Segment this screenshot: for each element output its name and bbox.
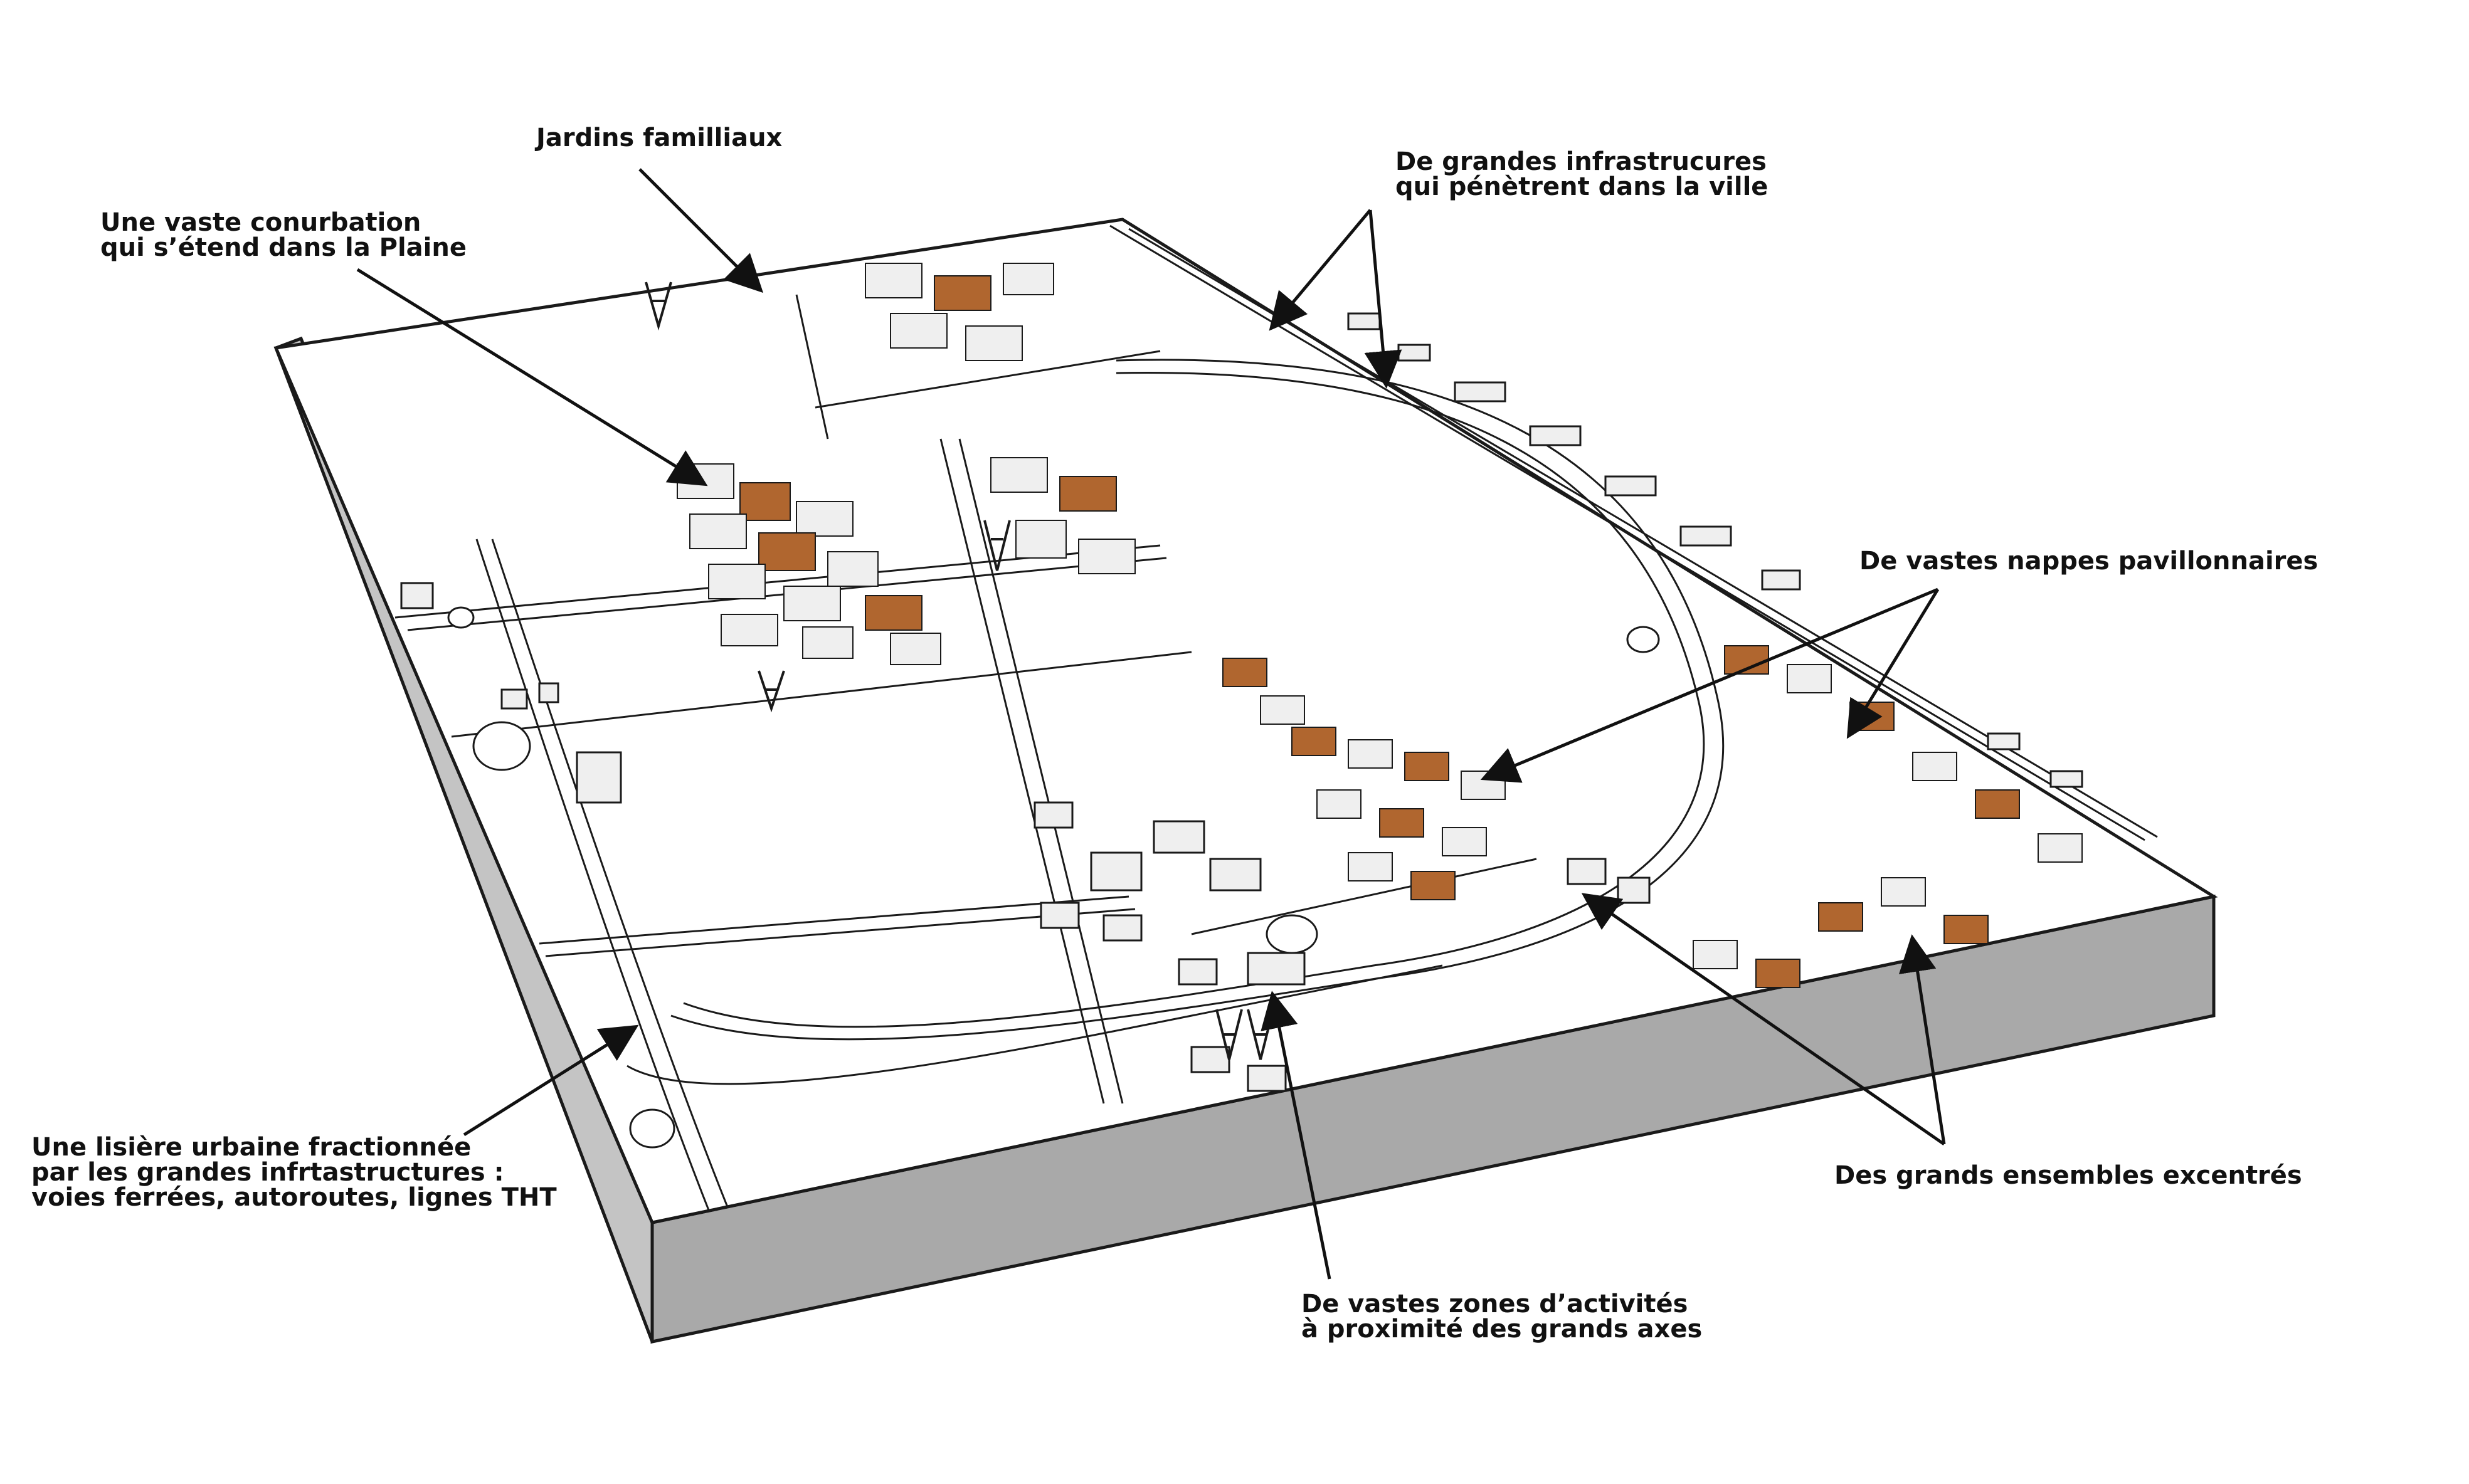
arrow-jardins <box>638 168 764 293</box>
label-zones-activites: De vastes zones d’activités à proximité … <box>1301 1292 1702 1342</box>
label-zones-line2: à proximité des grands axes <box>1301 1315 1703 1344</box>
arrow-infrastructures-a <box>1269 209 1372 331</box>
activity-zone-buildings <box>400 582 1651 1092</box>
label-infrastructures-line2: qui pénètrent dans la ville <box>1395 172 1768 201</box>
label-nappes-pavillonnaires: De vastes nappes pavillonnaires <box>1859 549 2318 574</box>
label-conurbation: Une vaste conurbation qui s’étend dans l… <box>100 210 467 260</box>
arrow-conurbation <box>356 268 708 487</box>
label-jardins-line1: Jardins familliaux <box>536 124 783 152</box>
arrow-zones <box>1261 991 1331 1280</box>
label-infrastructures: De grandes infrastrucures qui pénètrent … <box>1395 149 1768 199</box>
arrow-lisiere <box>463 1024 639 1137</box>
block-top-surface <box>273 218 2218 1224</box>
label-zones-line1: De vastes zones d’activités <box>1301 1290 1688 1318</box>
label-lisiere-line1: Une lisière urbaine fractionnée <box>31 1133 472 1162</box>
roundabouts <box>447 606 1660 1149</box>
arrow-nappes-b <box>1846 588 1940 739</box>
label-conurbation-line1: Une vaste conurbation <box>100 208 421 237</box>
label-lisiere-urbaine: Une lisière urbaine fractionnée par les … <box>31 1135 557 1210</box>
label-ensembles-line1: Des grands ensembles excentrés <box>1834 1161 2302 1190</box>
housing-estates <box>1347 312 2083 788</box>
annotation-arrows <box>356 168 1946 1280</box>
arrow-ensembles-a <box>1581 893 1945 1146</box>
pylons <box>645 282 1274 1060</box>
label-jardins-familiaux: Jardins familliaux <box>536 125 782 150</box>
label-conurbation-line2: qui s’étend dans la Plaine <box>100 233 467 262</box>
arrow-nappes-a <box>1480 587 1938 783</box>
label-lisiere-line3: voies ferrées, autoroutes, lignes THT <box>31 1183 557 1212</box>
arrow-ensembles-b <box>1898 934 1946 1145</box>
label-grands-ensembles: Des grands ensembles excentrés <box>1834 1163 2302 1188</box>
label-nappes-line1: De vastes nappes pavillonnaires <box>1859 547 2318 576</box>
label-infrastructures-line1: De grandes infrastrucures <box>1395 147 1767 176</box>
label-lisiere-line2: par les grandes infrtastructures : <box>31 1158 504 1187</box>
arrow-infrastructures-b <box>1364 209 1402 389</box>
